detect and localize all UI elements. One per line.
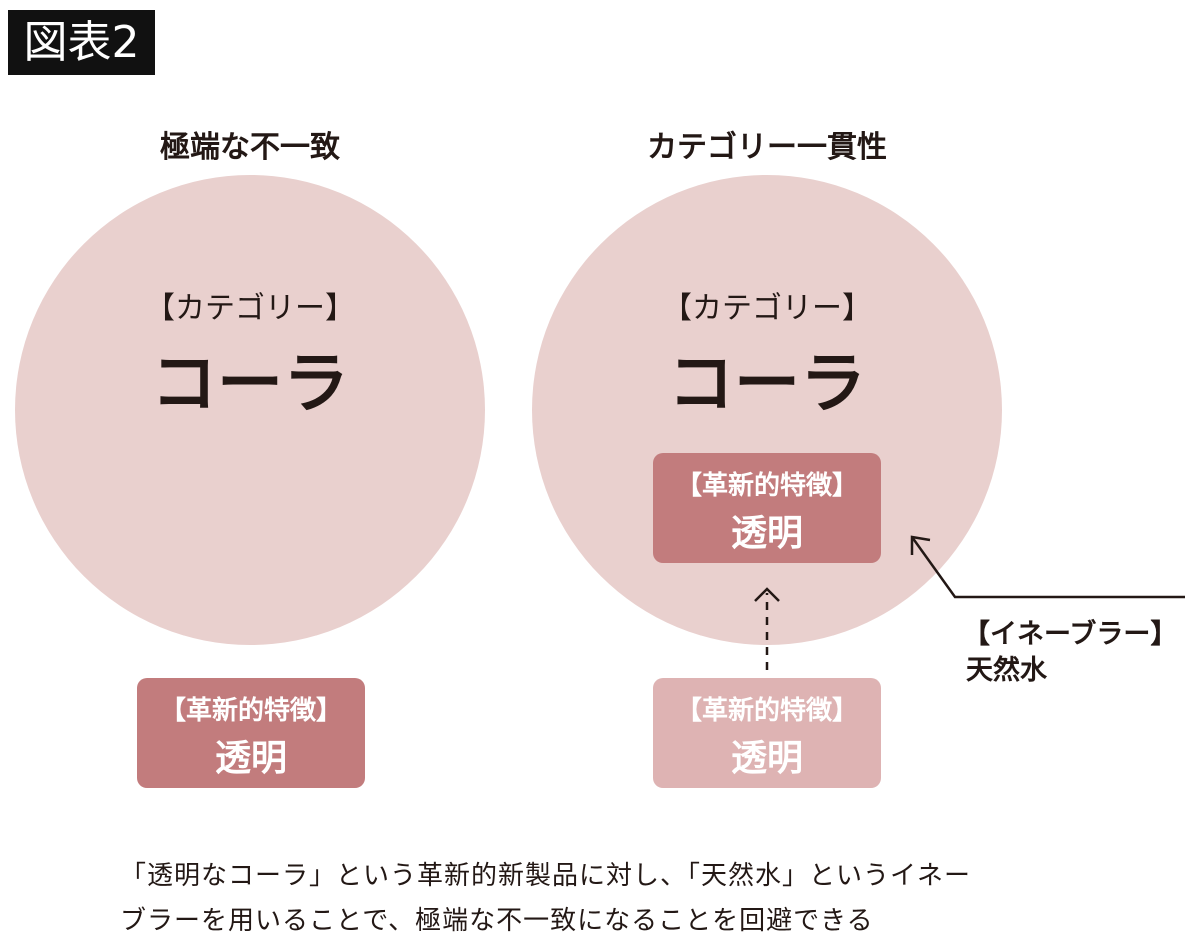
enabler: 天然水: [966, 655, 1047, 686]
enabler-label: 【イネーブラー】: [963, 619, 1178, 650]
feature-label: 【革新的特徴】: [159, 696, 342, 726]
feature-label: 【革新的特徴】: [675, 696, 858, 726]
dashed-up-arrow: [754, 587, 780, 670]
feature-value: 透明: [730, 513, 803, 554]
right-category-circle: [532, 175, 1002, 645]
caption-line-2: ブラーを用いることで、極端な不一致になることを回避できる: [120, 906, 874, 936]
enabler-arrow: [910, 535, 1185, 599]
right-title: カテゴリー一貫性: [647, 130, 887, 165]
caption-line-1: 「透明なコーラ」という革新的新製品に対し、「天然水」というイネー: [120, 861, 972, 891]
feature-value: 透明: [214, 738, 287, 779]
feature-label: 【革新的特徴】: [675, 471, 858, 501]
right-feature-box: 【革新的特徴】 透明: [653, 453, 881, 563]
left-category-circle: [15, 175, 485, 645]
left-category-label: 【カテゴリー】: [145, 291, 355, 326]
left-title: 極端な不一致: [160, 130, 340, 165]
figure-label: 図表2: [8, 10, 155, 75]
feature-value: 透明: [730, 738, 803, 779]
left-feature-box: 【革新的特徴】 透明: [137, 678, 365, 788]
left-category: コーラ: [151, 345, 349, 422]
right-category: コーラ: [668, 345, 866, 422]
right-original-feature-box: 【革新的特徴】 透明: [653, 678, 881, 788]
right-category-label: 【カテゴリー】: [662, 291, 872, 326]
